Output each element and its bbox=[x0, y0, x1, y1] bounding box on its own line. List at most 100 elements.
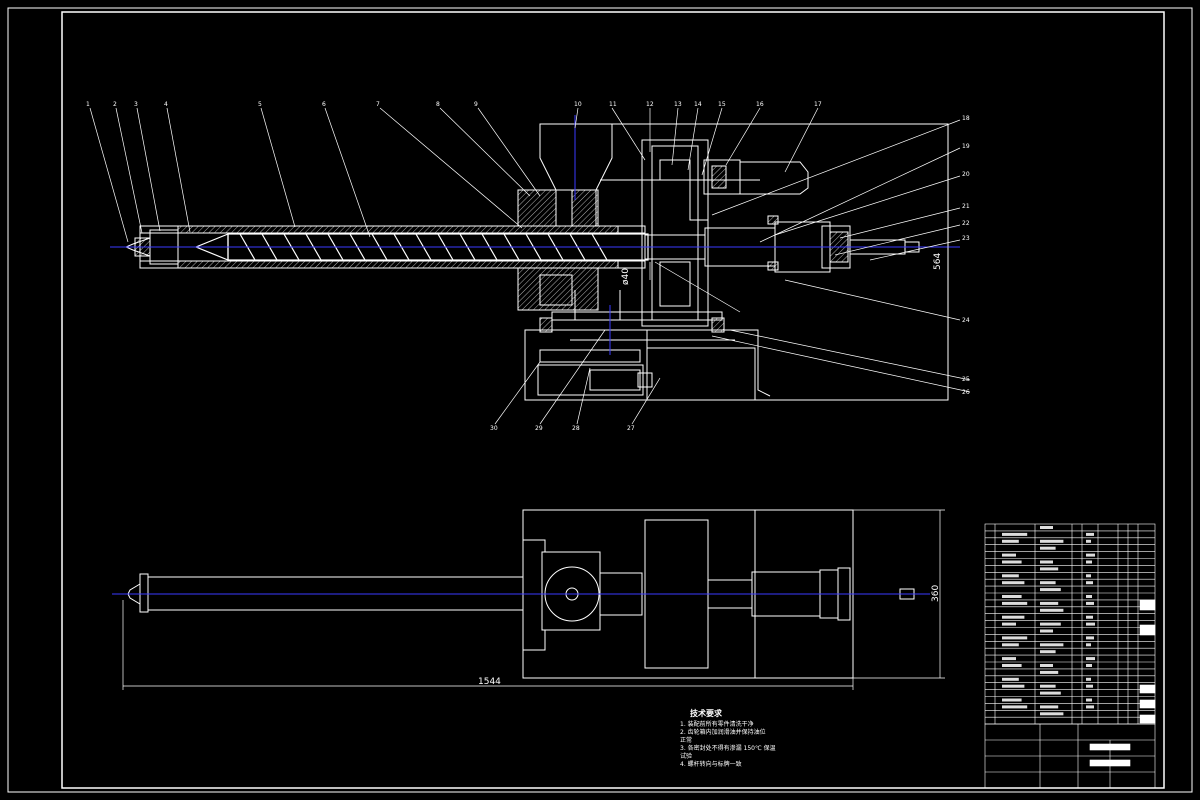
motor bbox=[703, 159, 809, 195]
balloon-18: 18 bbox=[962, 115, 970, 122]
parts-list-cell-mark bbox=[1086, 581, 1093, 585]
parts-list-cell-mark bbox=[1002, 553, 1016, 557]
balloon-21: 21 bbox=[962, 203, 970, 210]
hopper bbox=[517, 123, 613, 227]
balloon-12: 12 bbox=[646, 101, 654, 108]
balloon-25: 25 bbox=[962, 376, 970, 383]
parts-list-cell-mark bbox=[1040, 622, 1061, 626]
balloon-13: 13 bbox=[674, 101, 682, 108]
parts-list-cell-mark bbox=[1086, 677, 1091, 681]
tech-note-line: 2. 齿轮箱内加润滑油并保持油位 bbox=[680, 728, 766, 736]
balloon-4: 4 bbox=[164, 101, 168, 108]
parts-list-cell-mark bbox=[1086, 532, 1094, 536]
outer-border bbox=[7, 7, 1193, 793]
plan-view bbox=[112, 509, 930, 679]
parts-list-cell-mark bbox=[1086, 601, 1094, 605]
parts-list-cell-mark bbox=[1002, 643, 1019, 647]
parts-list-cell-mark bbox=[1086, 684, 1093, 688]
tech-notes-title: 技术要求 bbox=[690, 708, 723, 718]
technical-requirements: 技术要求 1. 装配前所有零件清洗干净 2. 齿轮箱内加润滑油并保持油位 正常 … bbox=[680, 708, 776, 768]
parts-list-cell-mark bbox=[1086, 643, 1091, 647]
inner-border bbox=[61, 11, 1165, 789]
parts-list-cell-mark bbox=[1040, 691, 1061, 695]
side-dimensions bbox=[649, 124, 949, 400]
parts-list-cell-mark bbox=[1086, 636, 1094, 640]
balloon-27: 27 bbox=[627, 425, 635, 432]
parts-list-cell-mark bbox=[1040, 560, 1053, 564]
balloon-7: 7 bbox=[376, 101, 380, 108]
parts-list-cell-mark bbox=[1040, 705, 1059, 709]
parts-list-cell-mark bbox=[1086, 664, 1092, 667]
balloon-16: 16 bbox=[756, 101, 764, 108]
dim-diameter: ø40 bbox=[621, 268, 631, 285]
balloon-28: 28 bbox=[572, 425, 580, 432]
balloon-2: 2 bbox=[113, 101, 117, 108]
parts-list-cell-mark bbox=[1040, 567, 1059, 571]
balloon-24: 24 bbox=[962, 317, 970, 324]
base-frame bbox=[524, 290, 771, 401]
parts-list-cell-mark bbox=[1086, 553, 1095, 557]
parts-list-cell-mark bbox=[1086, 657, 1095, 661]
balloon-10: 10 bbox=[574, 101, 582, 108]
parts-list-cell-mark bbox=[1086, 560, 1092, 564]
parts-list-cell-mark bbox=[1002, 615, 1025, 619]
balloon-17: 17 bbox=[814, 101, 822, 108]
parts-list-cell-mark bbox=[1040, 650, 1056, 654]
parts-list-cell-mark bbox=[1086, 705, 1094, 709]
parts-list-cell-mark bbox=[1002, 595, 1022, 598]
balloon-labels: 1 2 3 4 5 6 7 8 9 10 11 12 13 14 15 16 1… bbox=[86, 101, 970, 432]
parts-list-cell-mark bbox=[1040, 643, 1064, 647]
balloon-1: 1 bbox=[86, 101, 90, 108]
parts-list-cell-mark bbox=[1040, 546, 1056, 550]
balloon-5: 5 bbox=[258, 101, 262, 108]
parts-list-cell-mark bbox=[1002, 664, 1022, 667]
parts-list-cell-mark bbox=[1086, 615, 1093, 619]
balloon-14: 14 bbox=[694, 101, 702, 108]
parts-list-cell-mark bbox=[1002, 677, 1019, 681]
dim-height-side: 564 bbox=[933, 253, 943, 270]
balloon-11: 11 bbox=[609, 101, 617, 108]
parts-list-table bbox=[984, 523, 1156, 789]
balloon-22: 22 bbox=[962, 220, 970, 227]
parts-list-cell-mark bbox=[1040, 588, 1061, 592]
parts-list-cell-mark bbox=[1040, 581, 1056, 585]
parts-list-cell-mark bbox=[1002, 657, 1016, 661]
parts-list-cell-mark bbox=[1040, 670, 1059, 674]
balloon-3: 3 bbox=[134, 101, 138, 108]
tech-note-line: 3. 各密封处不得有渗漏 150℃ 保温 bbox=[680, 744, 776, 752]
parts-list-cell-mark bbox=[1086, 622, 1095, 626]
tech-note-line: 1. 装配前所有零件清洗干净 bbox=[680, 720, 754, 728]
parts-list-cell-mark bbox=[1002, 539, 1019, 543]
plan-hopper-block bbox=[541, 551, 601, 631]
parts-list-cell-mark bbox=[1002, 705, 1028, 709]
dim-total-length: 1544 bbox=[478, 677, 501, 687]
tech-note-line: 正常 bbox=[680, 736, 692, 744]
parts-list-cell-mark bbox=[1040, 664, 1053, 667]
parts-list-cell-mark bbox=[1002, 601, 1028, 605]
tech-note-line: 试验 bbox=[680, 752, 692, 760]
balloon-23: 23 bbox=[962, 235, 970, 242]
parts-list-cell-mark bbox=[1040, 608, 1064, 612]
balloon-9: 9 bbox=[474, 101, 478, 108]
balloon-6: 6 bbox=[322, 101, 326, 108]
balloon-29: 29 bbox=[535, 425, 543, 432]
parts-list-cell-mark bbox=[1040, 539, 1064, 543]
tech-note-line: 4. 螺杆转向与标牌一致 bbox=[680, 760, 742, 768]
parts-list-cell-mark bbox=[1002, 636, 1028, 640]
side-section-view bbox=[110, 115, 960, 401]
balloon-30: 30 bbox=[490, 425, 498, 432]
parts-list-cell-mark bbox=[1086, 698, 1092, 702]
parts-list-cell-mark bbox=[1002, 622, 1016, 626]
balloon-15: 15 bbox=[718, 101, 726, 108]
parts-list-cell-mark bbox=[1002, 532, 1028, 536]
parts-list-cell-mark bbox=[1086, 539, 1091, 543]
parts-list-cell-mark bbox=[1040, 526, 1053, 529]
parts-list-cell-mark bbox=[1040, 684, 1056, 688]
title-block bbox=[985, 599, 1156, 788]
parts-list-cell-mark bbox=[1002, 581, 1025, 585]
parts-list-cell-mark bbox=[1002, 698, 1022, 702]
parts-list-cell-mark bbox=[1040, 712, 1064, 716]
parts-list-cell-mark bbox=[1002, 684, 1025, 688]
balloon-19: 19 bbox=[962, 143, 970, 150]
